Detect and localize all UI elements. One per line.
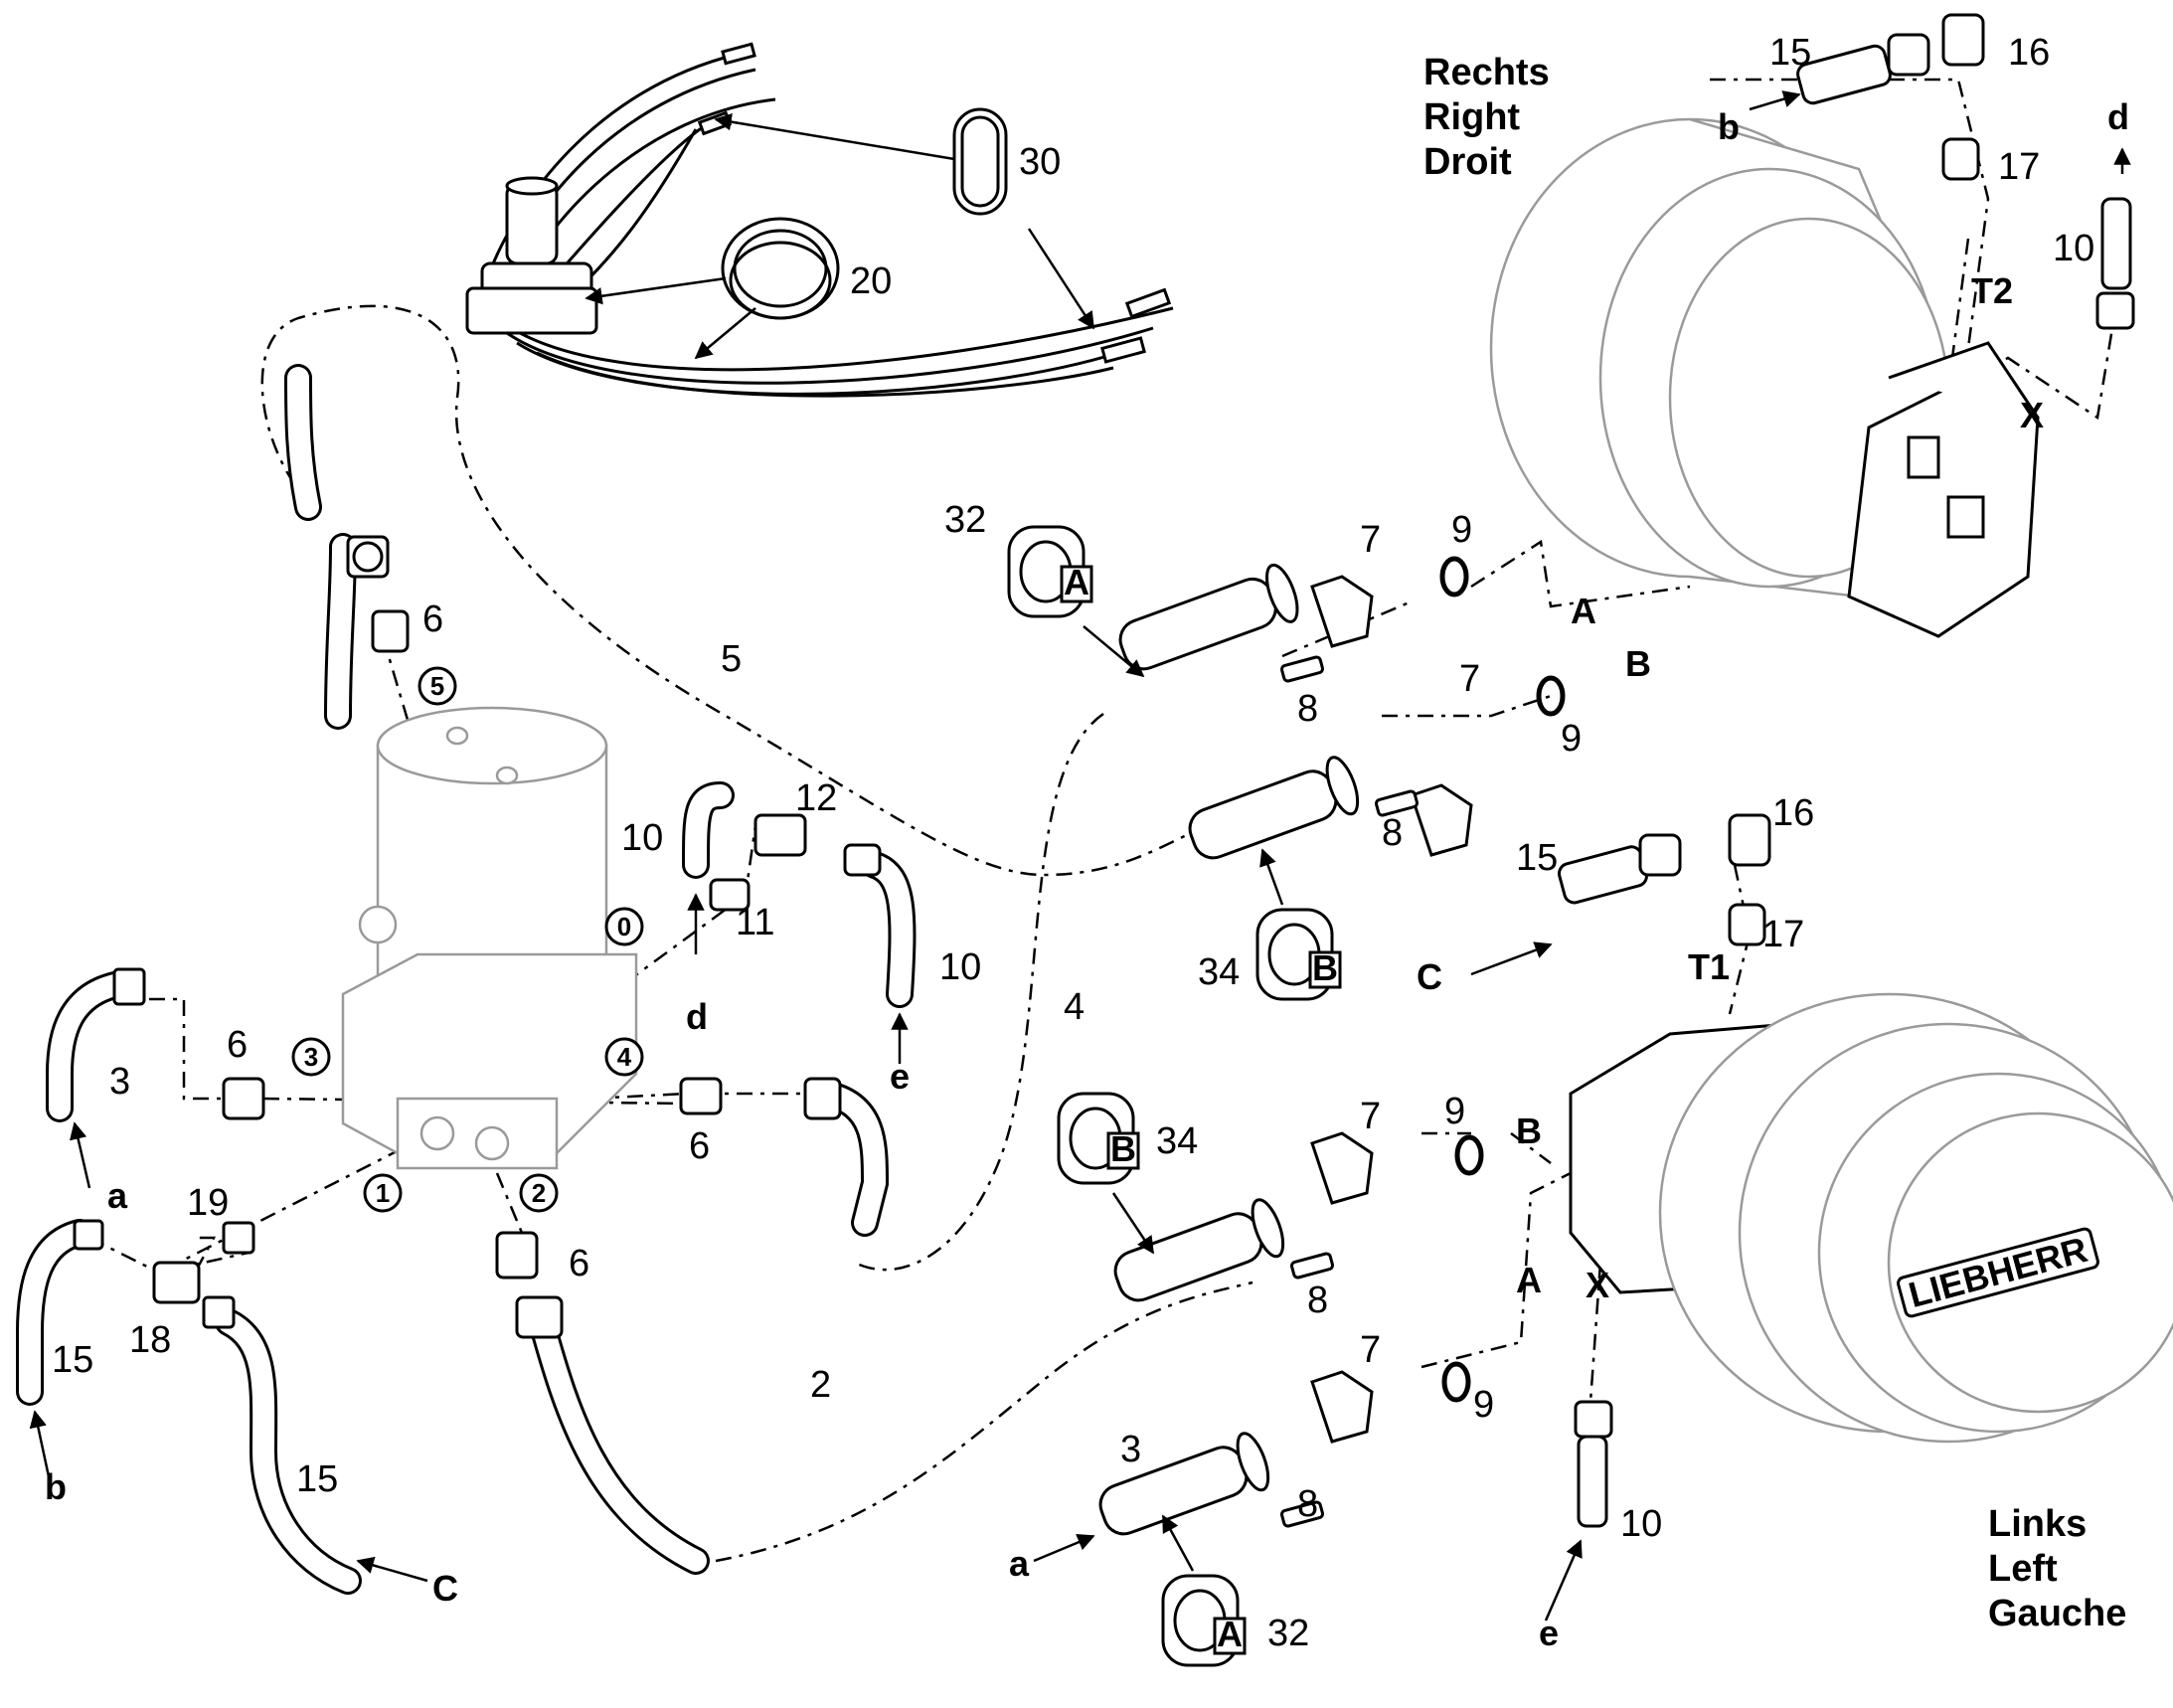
block-letter: A xyxy=(1217,1614,1243,1654)
side-label-line: Rechts xyxy=(1423,52,1550,93)
part-number: 6 xyxy=(569,1243,589,1284)
rotary-joint xyxy=(341,706,638,1170)
travel-motor-right xyxy=(1489,117,2040,638)
port-label: A xyxy=(1571,591,1596,631)
port-labels: T2 T1 X X A B B A xyxy=(1516,270,2044,1305)
part-number: 32 xyxy=(1267,1613,1309,1654)
port-label: X xyxy=(2020,395,2044,435)
part-number: 10 xyxy=(621,817,663,859)
part-number: 12 xyxy=(795,777,837,819)
port-label: T2 xyxy=(1971,270,2013,311)
part-number: 17 xyxy=(1998,146,2040,188)
part-number: 19 xyxy=(187,1182,229,1224)
part-number: 5 xyxy=(721,638,742,680)
part-number: 8 xyxy=(1307,1280,1328,1321)
line-label: b xyxy=(45,1466,67,1507)
line-label: d xyxy=(686,996,708,1037)
side-label-line: Right xyxy=(1423,96,1520,138)
part-number: 16 xyxy=(1772,792,1814,834)
port-2: 2 xyxy=(532,1178,546,1208)
part-number: 3 xyxy=(109,1061,130,1103)
part-number: 7 xyxy=(1360,1096,1381,1137)
part-number-labels: 30 20 6 5 4 2 32 34 34 32 7 7 7 7 8 8 8 … xyxy=(52,32,2094,1654)
grommet-30 xyxy=(952,107,1008,216)
part-number: 32 xyxy=(944,499,986,541)
line-label: C xyxy=(432,1568,458,1609)
port-label: A xyxy=(1516,1260,1542,1300)
side-label-right: Rechts Right Droit xyxy=(1423,52,1550,183)
part-number: 30 xyxy=(1019,141,1061,183)
part-number: 15 xyxy=(1516,837,1558,879)
side-label-left: Links Left Gauche xyxy=(1988,1503,2126,1634)
part-number: 10 xyxy=(2053,228,2094,269)
line-label: b xyxy=(1718,106,1740,147)
line-labels: b d C d e a b C a e xyxy=(45,96,2129,1653)
part-number: 2 xyxy=(810,1364,831,1406)
port-3: 3 xyxy=(304,1042,318,1072)
port-label: X xyxy=(1586,1265,1609,1305)
part-number: 8 xyxy=(1297,688,1318,730)
block-letter: B xyxy=(1312,947,1338,988)
part-number: 6 xyxy=(227,1024,248,1066)
part-number: 7 xyxy=(1360,519,1381,561)
port-0: 0 xyxy=(617,912,631,941)
part-number: 34 xyxy=(1198,951,1240,993)
side-label-line: Droit xyxy=(1423,141,1512,183)
part-number: 4 xyxy=(1064,986,1085,1028)
part-number: 6 xyxy=(689,1125,710,1167)
part-number: 9 xyxy=(1444,1091,1465,1132)
part-number: 15 xyxy=(52,1339,93,1381)
side-label-line: Links xyxy=(1988,1503,2087,1545)
port-label: B xyxy=(1625,643,1651,684)
part-number: 9 xyxy=(1451,509,1472,551)
block-letter: A xyxy=(1064,562,1089,602)
line-label: a xyxy=(1009,1543,1030,1584)
port-4: 4 xyxy=(617,1042,632,1072)
part-number: 7 xyxy=(1360,1329,1381,1371)
part-number: 9 xyxy=(1473,1384,1494,1426)
line-label: a xyxy=(107,1175,128,1216)
flange-hose-ends xyxy=(1098,556,1566,1536)
fittings-right xyxy=(1558,13,2135,1528)
travel-motor-left: LIEBHERR xyxy=(1569,992,2173,1444)
part-number: 34 xyxy=(1156,1120,1198,1162)
part-number: 18 xyxy=(129,1319,171,1361)
label-block-b-mid: B xyxy=(1255,908,1342,1001)
part-number: 8 xyxy=(1382,812,1403,854)
line-label: d xyxy=(2107,96,2129,137)
line-label: e xyxy=(1539,1613,1559,1653)
part-number: 9 xyxy=(1561,718,1582,760)
line-label: C xyxy=(1417,956,1442,997)
label-block-a-low: A xyxy=(1161,1574,1247,1667)
side-label-line: Left xyxy=(1988,1548,2058,1590)
fittings xyxy=(73,535,882,1339)
block-letter: B xyxy=(1110,1128,1136,1169)
port-label: T1 xyxy=(1688,946,1730,987)
side-label-line: Gauche xyxy=(1988,1593,2126,1634)
part-number: 15 xyxy=(1769,32,1811,74)
label-block-a-top: A xyxy=(1007,525,1093,618)
part-number: 7 xyxy=(1459,658,1480,700)
port-circles: 5 0 3 4 1 2 xyxy=(291,666,644,1213)
part-number: 10 xyxy=(939,946,981,988)
part-number: 16 xyxy=(2008,32,2050,74)
port-1: 1 xyxy=(376,1178,390,1208)
part-number: 17 xyxy=(1762,914,1804,955)
part-number: 3 xyxy=(1120,1429,1141,1470)
port-5: 5 xyxy=(430,671,444,701)
cable-harness xyxy=(465,42,1174,398)
port-label: B xyxy=(1516,1110,1542,1151)
grommet-20 xyxy=(721,217,840,320)
part-number: 20 xyxy=(850,260,892,302)
part-number: 6 xyxy=(422,598,443,640)
part-number: 8 xyxy=(1297,1483,1318,1525)
line-label: e xyxy=(890,1056,910,1097)
part-number: 11 xyxy=(736,902,774,943)
label-block-b-low: B xyxy=(1057,1092,1140,1185)
part-number: 15 xyxy=(296,1458,338,1500)
part-number: 10 xyxy=(1620,1503,1662,1545)
